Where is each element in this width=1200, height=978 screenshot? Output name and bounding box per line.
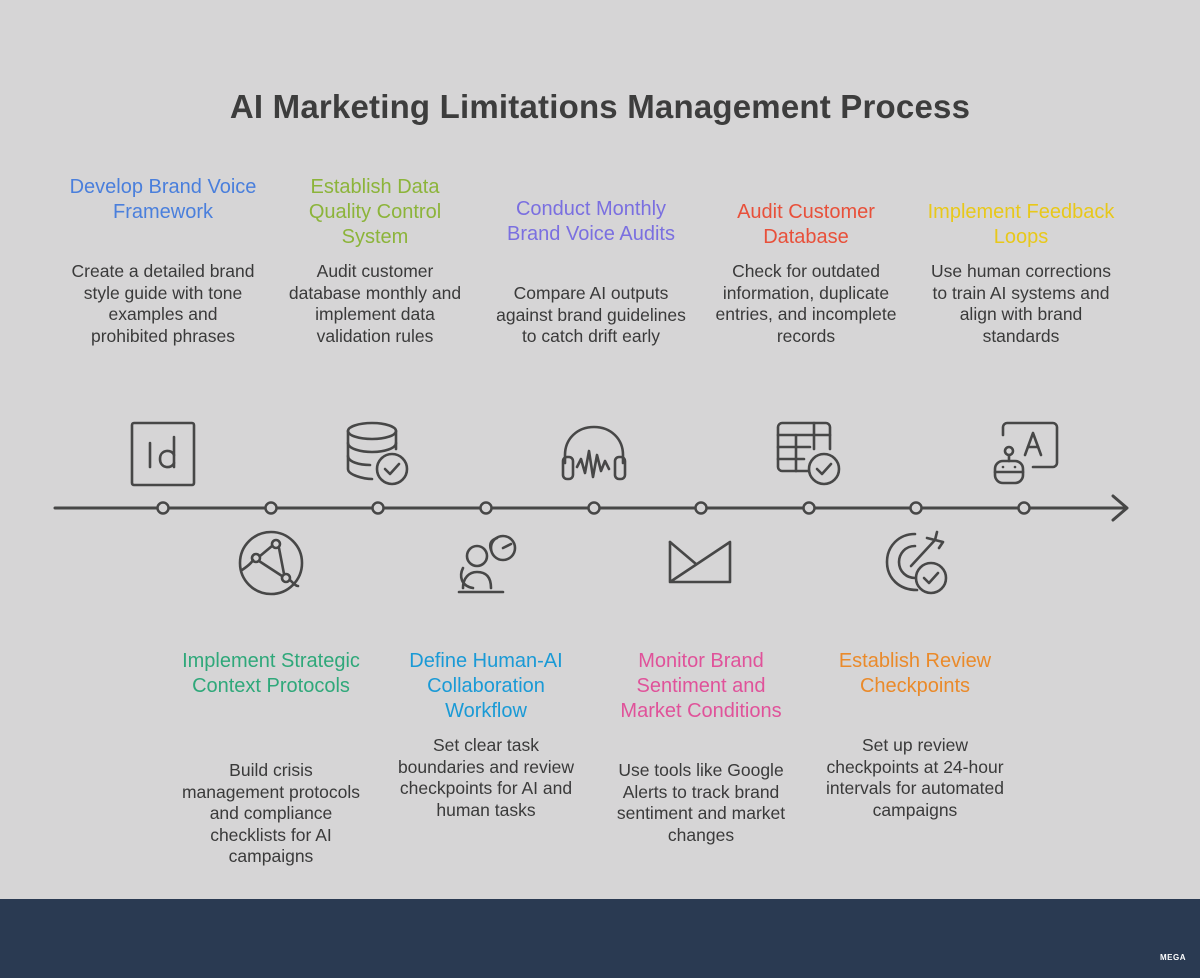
step-2-desc: Build crisis management protocols and co… — [181, 760, 361, 866]
step-2-title: Implement Strategic Context Protocols — [182, 650, 360, 697]
zendesk-icon — [666, 528, 736, 598]
table-check-icon — [774, 419, 844, 489]
timeline-node — [1017, 501, 1031, 515]
step-5-title: Conduct Monthly Brand Voice Audits — [507, 198, 675, 245]
diagram-canvas: AI Marketing Limitations Management Proc… — [0, 0, 1200, 899]
database-check-icon — [342, 419, 412, 489]
timeline-node — [479, 501, 493, 515]
step-8-desc: Set up review checkpoints at 24-hour int… — [825, 735, 1004, 820]
human-ai-icon — [451, 528, 521, 598]
step-7-desc: Check for outdated information, duplicat… — [715, 261, 897, 346]
step-1-desc: Create a detailed brand style guide with… — [71, 261, 255, 346]
timeline-node — [156, 501, 170, 515]
step-5-desc: Compare AI outputs against brand guideli… — [496, 283, 686, 346]
step-3-title: Establish Data Quality Control System — [308, 176, 442, 248]
step-3-desc: Audit customer database monthly and impl… — [288, 261, 462, 346]
step-8-title: Establish Review Checkpoints — [838, 650, 992, 697]
target-check-icon — [881, 528, 951, 598]
timeline-node — [264, 501, 278, 515]
mega-logo: MEGA — [1160, 953, 1186, 962]
step-9-title: Implement Feedback Loops — [927, 201, 1115, 248]
step-4-title: Define Human-AI Collaboration Workflow — [409, 650, 563, 722]
footer-bar: MEGA — [0, 899, 1200, 978]
timeline — [53, 494, 1129, 522]
timeline-node — [587, 501, 601, 515]
indesign-icon — [128, 419, 198, 489]
robot-text-icon — [989, 419, 1059, 489]
timeline-node — [694, 501, 708, 515]
step-6-desc: Use tools like Google Alerts to track br… — [616, 760, 786, 845]
step-4-desc: Set clear task boundaries and review che… — [397, 735, 575, 820]
timeline-node — [371, 501, 385, 515]
step-1-title: Develop Brand Voice Framework — [69, 176, 257, 223]
headphones-icon — [559, 419, 629, 489]
timeline-node — [909, 501, 923, 515]
step-7-title: Audit Customer Database — [737, 201, 875, 248]
step-6-title: Monitor Brand Sentiment and Market Condi… — [620, 650, 782, 722]
page-title: AI Marketing Limitations Management Proc… — [229, 88, 971, 125]
network-globe-icon — [236, 528, 306, 598]
step-9-desc: Use human corrections to train AI system… — [931, 261, 1111, 346]
timeline-node — [802, 501, 816, 515]
